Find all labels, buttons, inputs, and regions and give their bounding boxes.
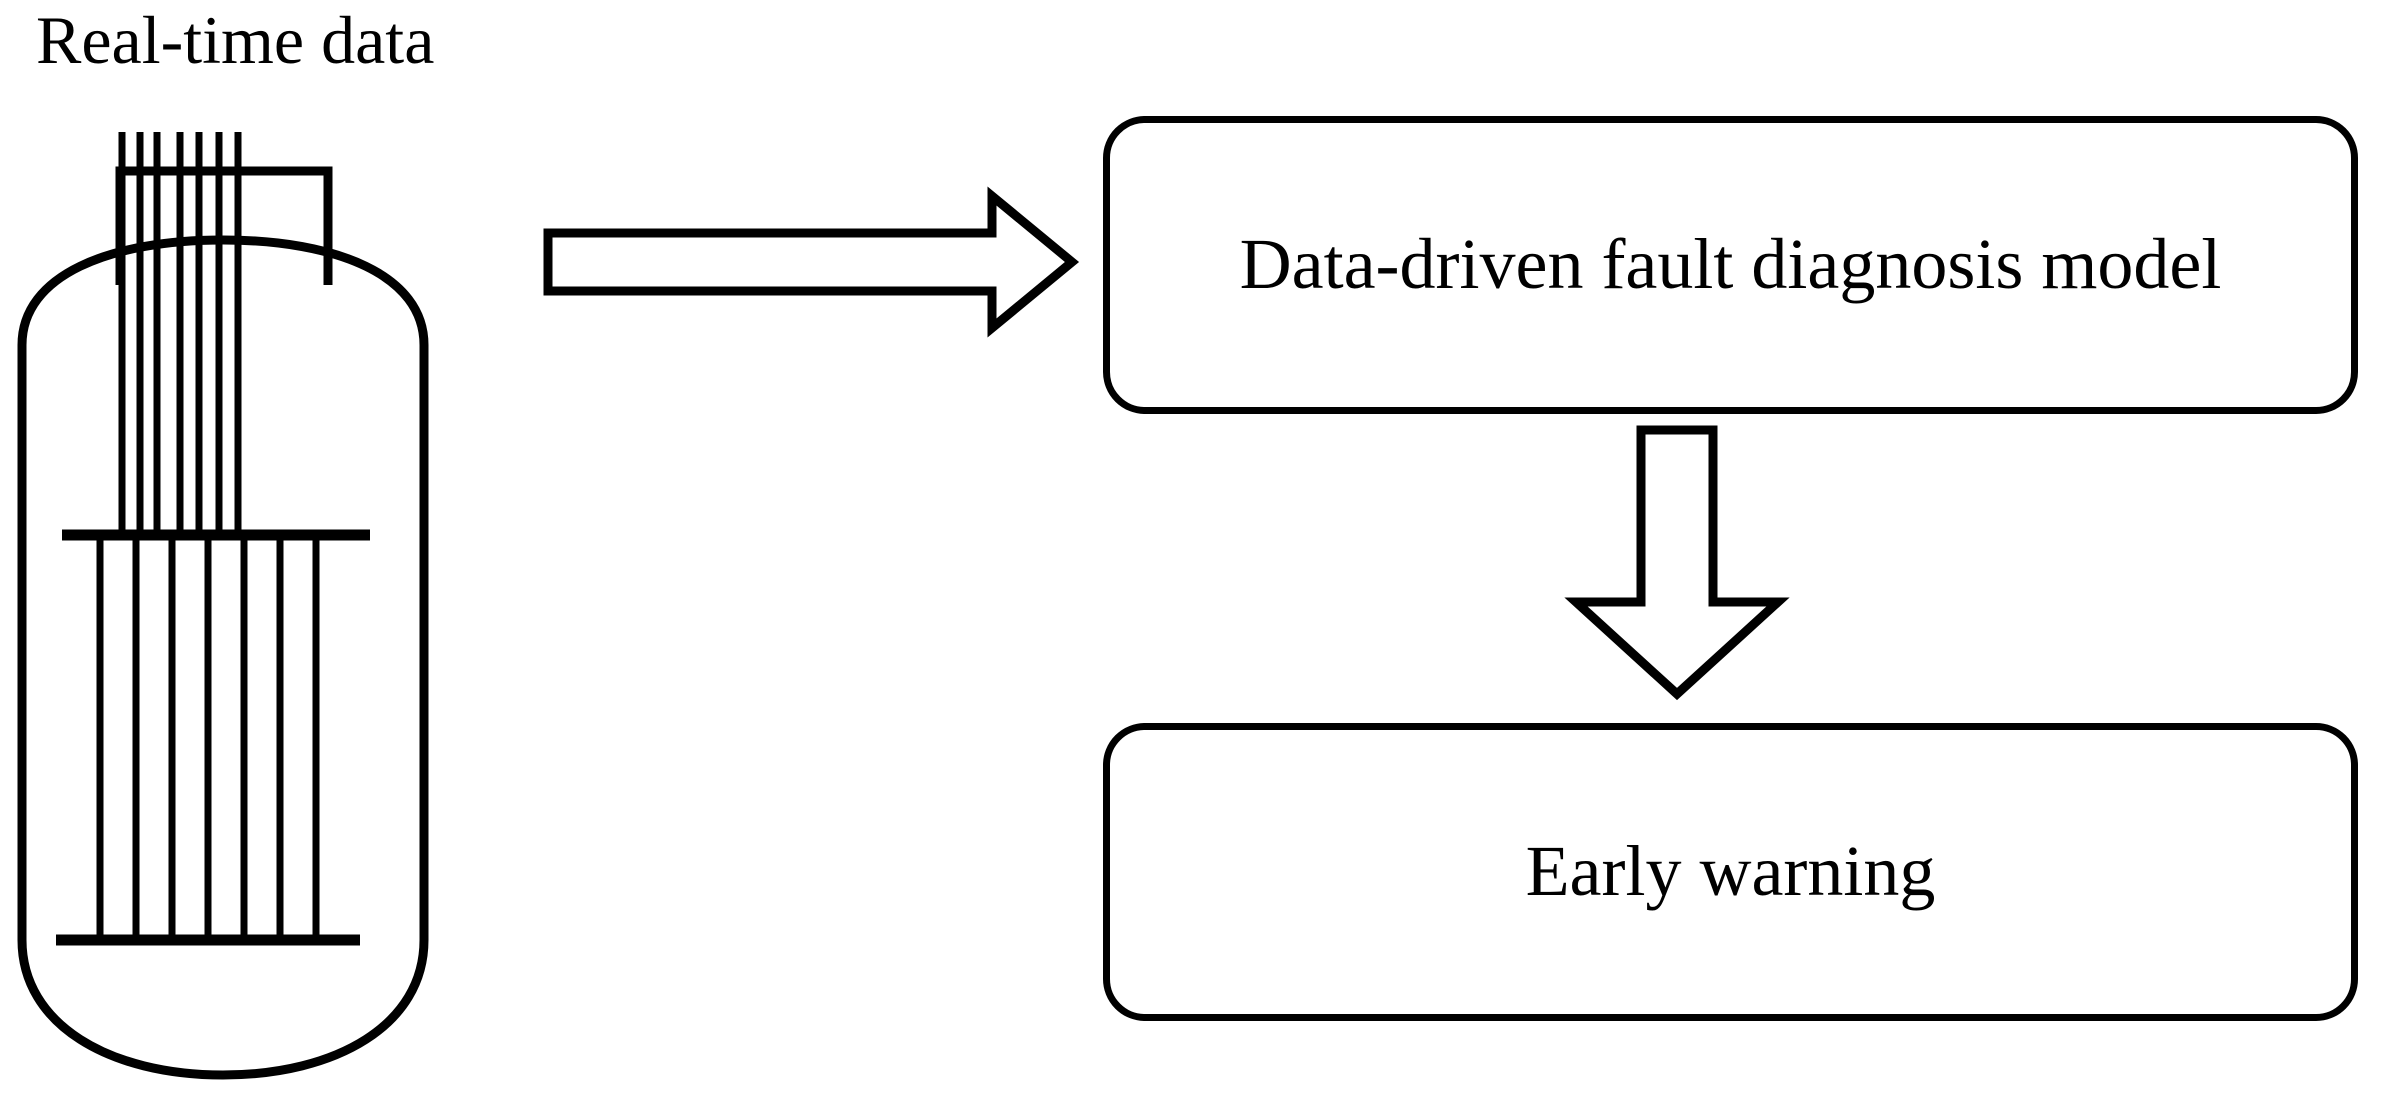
node-label-warning: Early warning <box>1525 831 1936 912</box>
node-early-warning[interactable]: Early warning <box>1103 723 2358 1021</box>
down-block-arrow-icon <box>1564 425 1790 701</box>
fuel-rods <box>96 538 320 938</box>
arrow-model-to-warning <box>1564 424 1790 701</box>
node-label-model: Data-driven fault diagnosis model <box>1239 224 2222 305</box>
right-arrow-shape <box>543 186 1080 338</box>
page-title: Real-time data <box>36 2 435 78</box>
right-block-arrow-icon <box>543 186 1080 338</box>
vessel-outline <box>17 235 429 1080</box>
reactor-vessel-drawing <box>17 132 429 1080</box>
reactor-vessel-icon <box>0 100 470 1095</box>
control-rods <box>118 132 242 540</box>
node-data-driven-fault-diagnosis-model[interactable]: Data-driven fault diagnosis model <box>1103 116 2358 414</box>
arrow-data-to-model <box>540 186 1080 338</box>
down-arrow-shape <box>1564 425 1790 701</box>
